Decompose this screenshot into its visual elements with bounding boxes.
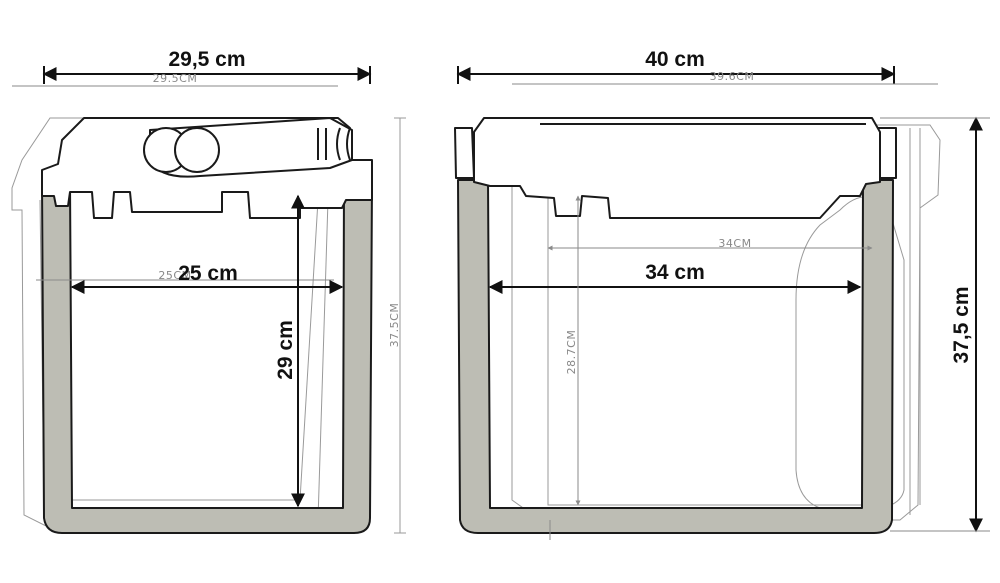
left-width-label: 29,5 cm — [168, 48, 245, 71]
right-inner-height-small-label: 28.7CM — [565, 330, 578, 375]
left-handle-grip — [317, 127, 351, 161]
right-side-ghost — [909, 128, 921, 515]
right-ghost-inner — [547, 196, 873, 506]
right-inner-width-label: 34 cm — [645, 261, 705, 284]
right-left-hinge — [454, 127, 475, 179]
right-inner-width-small-label: 34CM — [718, 237, 751, 250]
right-front-view: 40 cm 39.6CM 34CM 34 cm 28.7CM 37,5 cm — [454, 48, 990, 540]
left-width-small-label: 29.5CM — [153, 72, 198, 85]
left-height-ghost-line — [394, 117, 406, 534]
right-lid — [473, 117, 881, 219]
left-inner-width-small-label: 25CM — [158, 269, 191, 282]
right-height-label: 37,5 cm — [950, 286, 973, 363]
right-width-label: 40 cm — [645, 48, 705, 71]
right-width-small-label: 39.6CM — [710, 70, 755, 83]
left-inner-width-label: 25 cm — [178, 262, 238, 285]
left-height-small-label: 37.5CM — [388, 303, 401, 348]
right-body-wall — [457, 179, 894, 534]
left-side-view: 29,5 cm 29.5CM 25CM 25 cm 29 cm 37.5CM — [11, 48, 406, 534]
left-inner-height-label: 29 cm — [274, 320, 297, 380]
left-handle-hinge — [174, 127, 220, 173]
left-body-wall — [41, 182, 373, 534]
